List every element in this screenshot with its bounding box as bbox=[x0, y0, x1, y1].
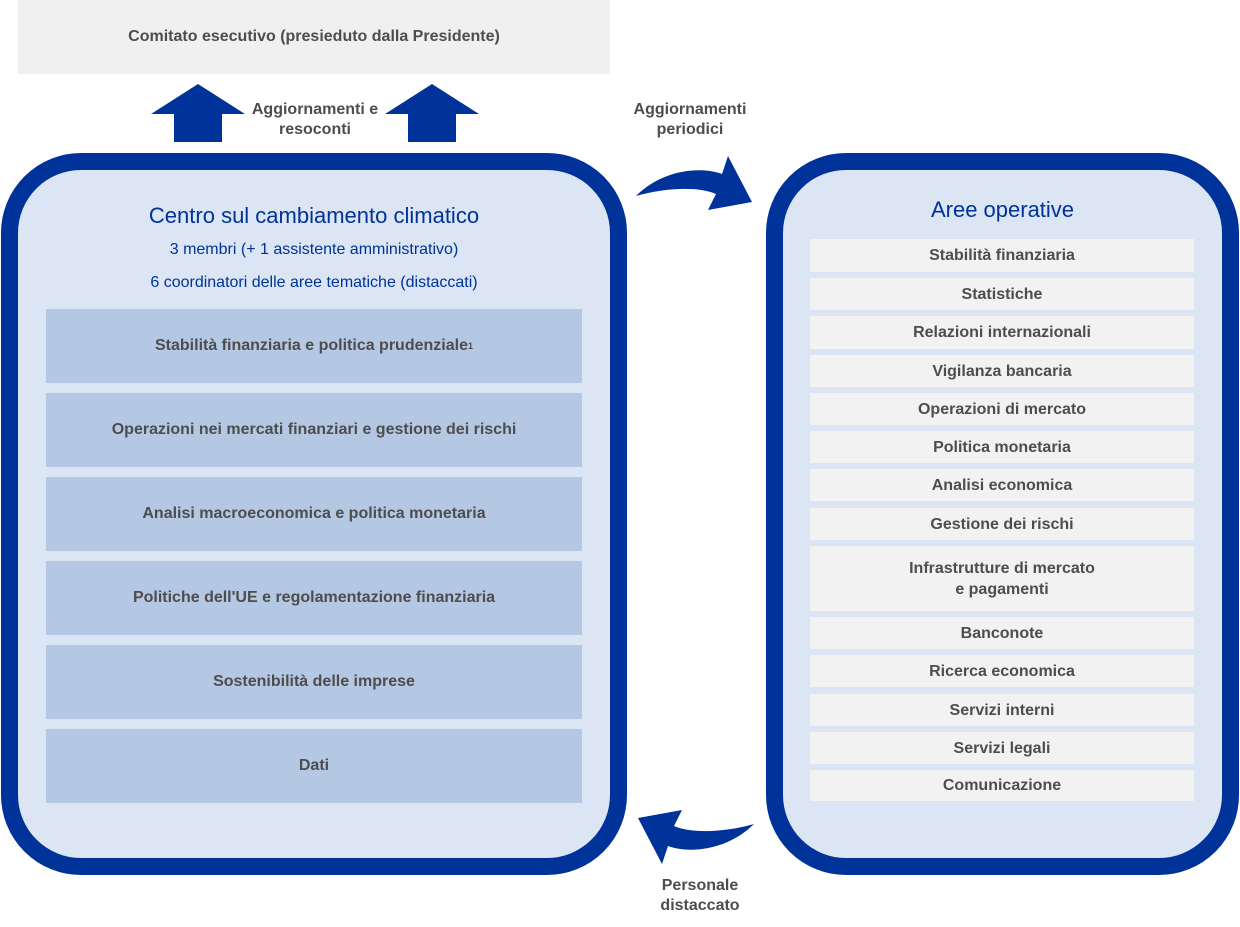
area-label: Politica monetaria bbox=[933, 438, 1071, 456]
area-label: Infrastrutture di mercato bbox=[909, 559, 1095, 577]
theme-label: Dati bbox=[298, 757, 330, 774]
executive-committee-label: Comitato esecutivo (presieduto dalla Pre… bbox=[128, 28, 500, 45]
theme-box: Sostenibilità delle imprese bbox=[46, 645, 582, 719]
climate-centre-title: Centro sul cambiamento climatico bbox=[148, 203, 480, 228]
area-label: Ricerca economica bbox=[929, 662, 1075, 680]
climate-centre-coordinators: 6 coordinatori delle aree tematiche (dis… bbox=[150, 274, 478, 291]
area-box: Ricerca economica bbox=[810, 655, 1194, 687]
up-arrow-right-icon bbox=[385, 84, 479, 142]
climate-centre-members: 3 membri (+ 1 assistente amministrativo) bbox=[169, 241, 459, 258]
theme-label: Sostenibilità delle imprese bbox=[213, 673, 415, 690]
area-box: Gestione dei rischi bbox=[810, 508, 1194, 540]
theme-box: Dati bbox=[46, 729, 582, 803]
area-label: Analisi economica bbox=[931, 476, 1073, 494]
theme-label: Stabilità finanziaria e politica prudenz… bbox=[155, 337, 468, 354]
theme-label: Politiche dell'UE e regolamentazione fin… bbox=[132, 589, 496, 606]
executive-committee-box: Comitato esecutivo (presieduto dalla Pre… bbox=[18, 0, 610, 74]
area-box: Banconote bbox=[810, 617, 1194, 649]
area-label: Gestione dei rischi bbox=[930, 515, 1074, 533]
area-label: Comunicazione bbox=[942, 777, 1062, 794]
curved-arrow-right-icon bbox=[636, 156, 752, 210]
periodic-updates-label: Aggiornamenti periodici bbox=[633, 101, 747, 138]
area-box: Servizi legali bbox=[810, 732, 1194, 764]
area-label: Stabilità finanziaria bbox=[929, 247, 1075, 264]
area-box: Analisi economica bbox=[810, 469, 1194, 501]
area-box: Relazioni internazionali bbox=[810, 316, 1194, 349]
theme-box: Operazioni nei mercati finanziari e gest… bbox=[46, 393, 582, 467]
theme-box: Analisi macroeconomica e politica moneta… bbox=[46, 477, 582, 551]
area-box: Stabilità finanziaria bbox=[810, 239, 1194, 272]
area-label: Operazioni di mercato bbox=[917, 400, 1087, 418]
seconded-staff-label: Personale distaccato bbox=[660, 877, 740, 914]
area-box: Politica monetaria bbox=[810, 431, 1194, 463]
updates-reports-label: Aggiornamenti e resoconti bbox=[251, 101, 379, 138]
theme-label: Operazioni nei mercati finanziari e gest… bbox=[111, 421, 517, 438]
curved-arrow-left-icon bbox=[638, 810, 754, 864]
area-label: Banconote bbox=[960, 624, 1044, 642]
area-box: Operazioni di mercato bbox=[810, 393, 1194, 425]
area-label: Statistiche bbox=[961, 285, 1043, 303]
up-arrow-left-icon bbox=[151, 84, 245, 142]
area-label: Vigilanza bancaria bbox=[932, 362, 1072, 380]
theme-box: Stabilità finanziaria e politica prudenz… bbox=[46, 309, 582, 383]
area-label: Servizi legali bbox=[953, 739, 1051, 757]
area-box: Statistiche bbox=[810, 278, 1194, 310]
area-box: Comunicazione bbox=[810, 770, 1194, 801]
theme-box: Politiche dell'UE e regolamentazione fin… bbox=[46, 561, 582, 635]
area-box: Vigilanza bancaria bbox=[810, 355, 1194, 387]
footnote-mark: 1 bbox=[467, 341, 473, 351]
operative-areas-title: Aree operative bbox=[930, 197, 1075, 222]
area-label: Relazioni internazionali bbox=[913, 324, 1091, 341]
area-box: Infrastrutture di mercato e pagamenti bbox=[810, 546, 1194, 611]
area-box: Servizi interni bbox=[810, 694, 1194, 726]
theme-label: Analisi macroeconomica e politica moneta… bbox=[142, 505, 486, 522]
area-label: e pagamenti bbox=[955, 580, 1049, 598]
area-label: Servizi interni bbox=[949, 701, 1055, 719]
